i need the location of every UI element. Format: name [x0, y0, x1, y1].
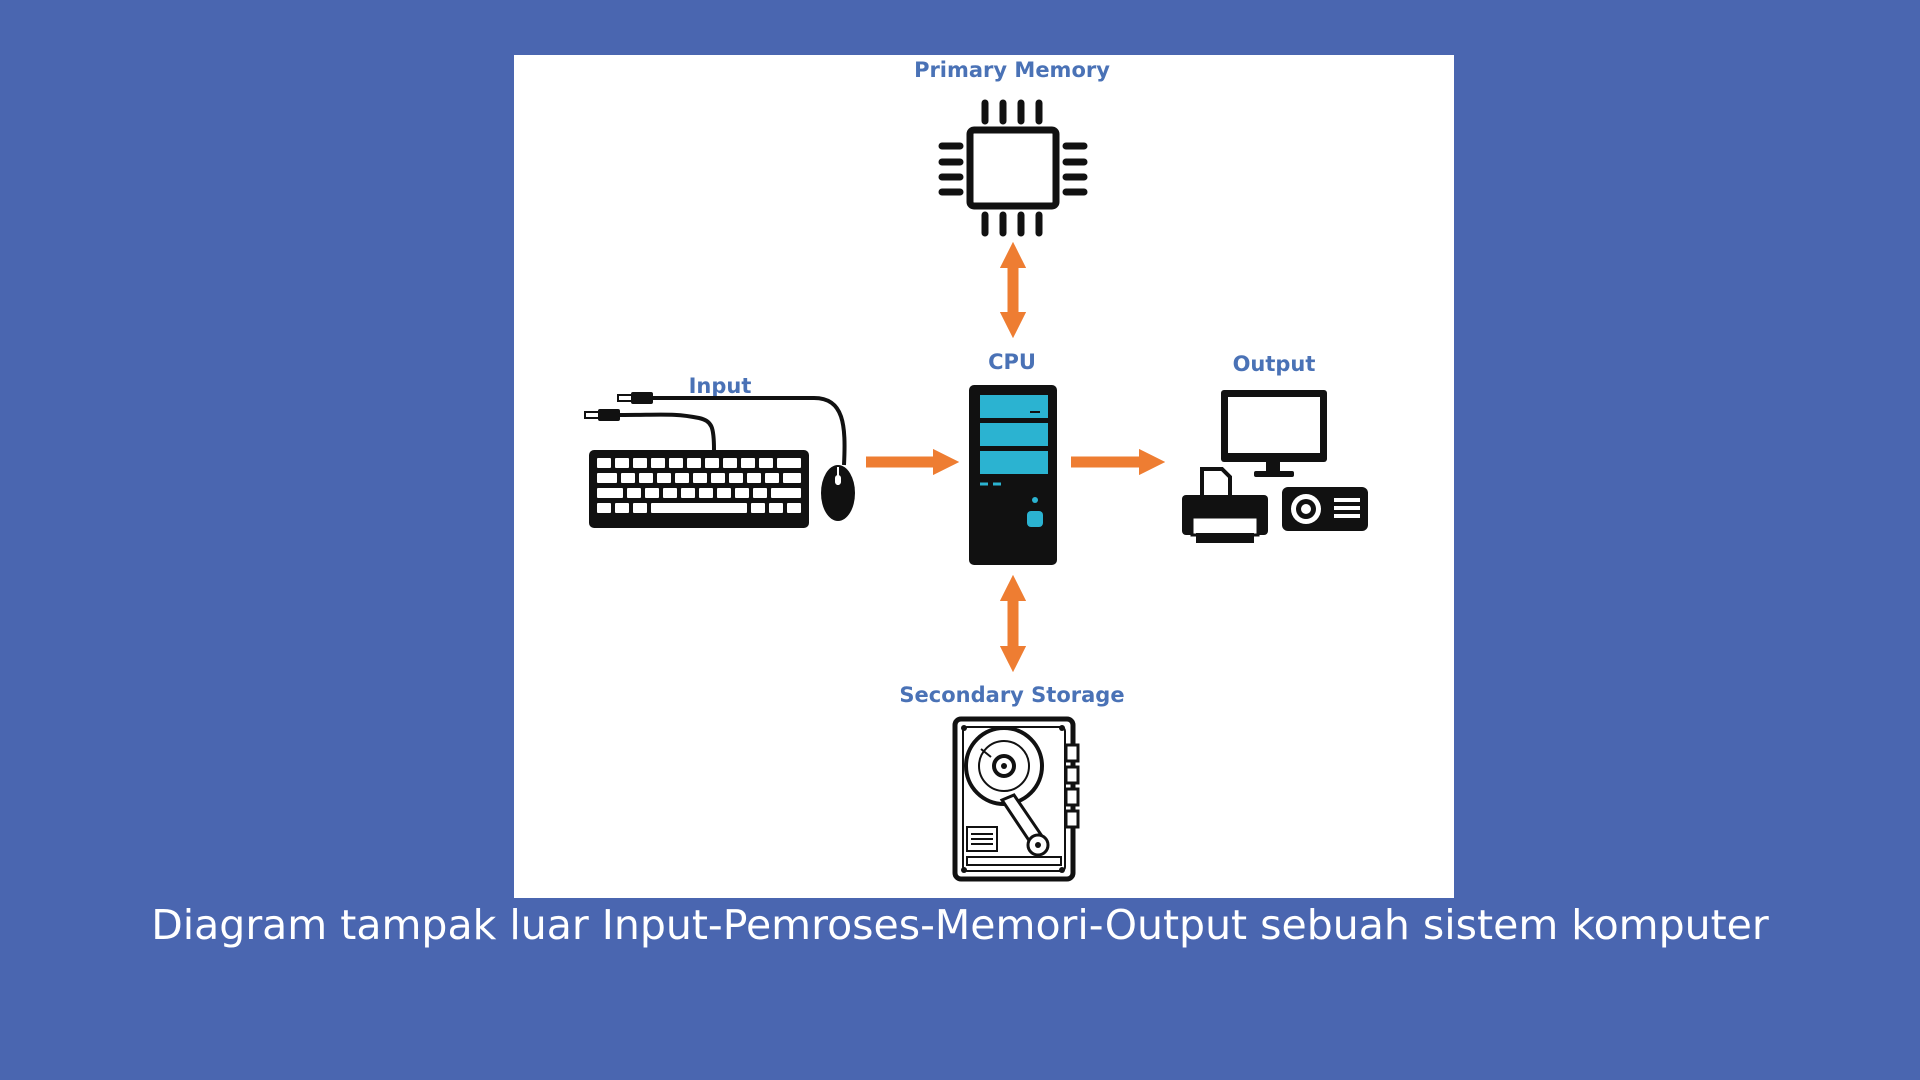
primary-memory-label: Primary Memory — [914, 58, 1110, 82]
keyboard-mouse-icon — [584, 392, 855, 528]
computer-tower-icon — [969, 385, 1057, 565]
diagram-canvas: Primary Memory CPU Input Output Secondar… — [584, 58, 1368, 882]
input-label: Input — [689, 374, 752, 398]
cpu-label: CPU — [988, 350, 1036, 374]
diagram-panel: Primary Memory CPU Input Output Secondar… — [514, 55, 1454, 898]
memory-chip-icon — [938, 99, 1088, 237]
monitor-printer-projector-icon — [1182, 390, 1368, 543]
secondary-storage-label: Secondary Storage — [899, 683, 1124, 707]
hard-disk-icon — [952, 716, 1080, 882]
output-label: Output — [1233, 352, 1316, 376]
diagram-caption: Diagram tampak luar Input-Pemroses-Memor… — [151, 901, 1769, 949]
